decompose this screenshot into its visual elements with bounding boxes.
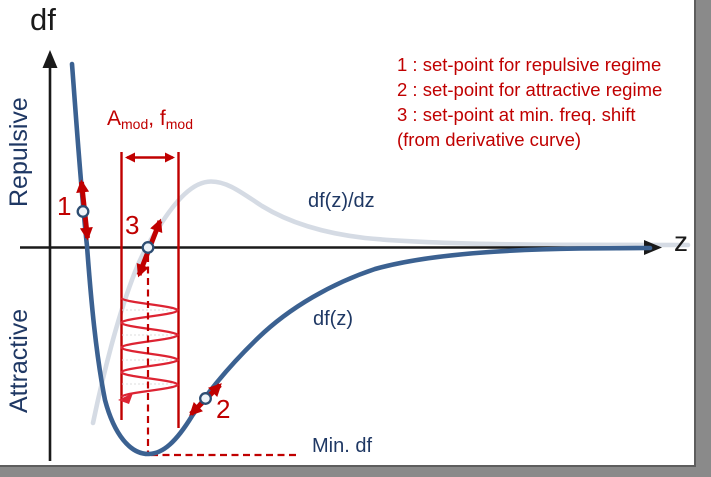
derivative-curve	[90, 179, 691, 426]
legend-line-4: (from derivative curve)	[397, 129, 582, 150]
plot-graphics	[20, 50, 691, 461]
attractive-region-label: Attractive	[5, 308, 33, 414]
legend-line-3: 3 : set-point at min. freq. shift	[397, 104, 636, 125]
setpoint1-number: 1	[57, 191, 72, 221]
df-curve	[69, 61, 653, 457]
legend-line-2: 2 : set-point for attractive regime	[397, 79, 663, 100]
plot-canvas: df z Repulsive Attractive df(z)/dz df(z)…	[0, 0, 696, 467]
legend: 1 : set-point for repulsive regime 2 : s…	[397, 52, 662, 152]
df-curve-label: df(z)	[313, 308, 353, 330]
modulation-sine-wave	[120, 297, 179, 398]
x-axis-title: z	[674, 226, 688, 257]
setpoint2-number: 2	[216, 394, 231, 424]
setpoint3-number: 3	[125, 210, 140, 240]
y-axis-title: df	[30, 2, 56, 37]
setpoint2-marker	[199, 392, 212, 405]
setpoint3-marker	[141, 241, 155, 254]
sine-end-arrowhead	[118, 393, 133, 404]
y-axis-arrowhead	[42, 50, 58, 68]
min-df-label: Min. df	[312, 435, 373, 457]
modulation-label: Amod, fmod	[107, 107, 193, 132]
setpoint1-marker	[76, 205, 90, 218]
x-axis-arrowhead	[644, 240, 662, 255]
legend-line-1: 1 : set-point for repulsive regime	[397, 54, 662, 75]
repulsive-region-label: Repulsive	[5, 97, 33, 207]
derivative-curve-label: df(z)/dz	[308, 190, 375, 212]
